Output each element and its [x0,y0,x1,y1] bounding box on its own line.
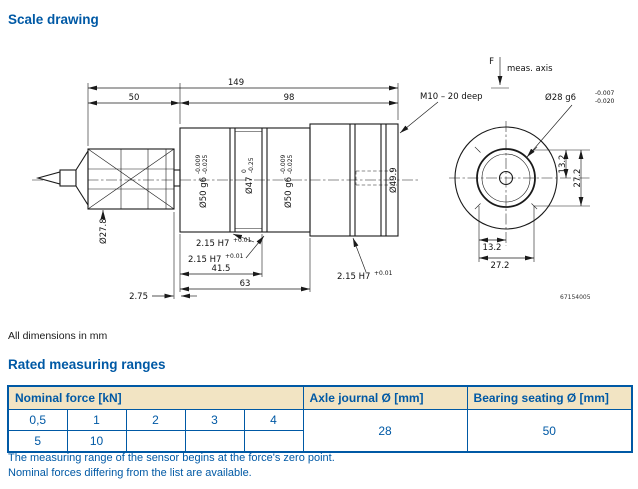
svg-text:Ø47: Ø47 [244,176,255,194]
dia47-label: Ø47 0 -0.25 [241,157,255,194]
drawing-number: 67154005 [560,294,591,301]
header-axle-journal: Axle journal Ø [mm] [302,385,468,410]
rated-ranges-title: Rated measuring ranges [8,357,166,372]
force-cell: 0,5 [7,409,68,431]
endview-bottom-dimensions: 13.2 27.2 [478,206,535,271]
force-cell: 5 [7,430,68,453]
center-hole [498,170,514,186]
force-cell: 3 [184,409,245,431]
cable-tube [59,169,77,187]
svg-text:-0.009: -0.009 [195,154,202,174]
svg-text:Ø27.8: Ø27.8 [98,218,109,244]
dim-length-right: 98 [284,93,295,103]
svg-text:Ø50 g6: Ø50 g6 [283,177,294,208]
page-title: Scale drawing [8,12,99,27]
groove2-tol: +0.01 [225,253,244,260]
meas-axis-label: meas. axis [507,64,553,74]
side-view: 149 50 98 M10 – 20 deep Ø50 g6 -0.009 -0… [32,78,483,302]
svg-text:Ø49.9: Ø49.9 [388,167,399,193]
all-dimensions-note: All dimensions in mm [8,330,108,342]
rated-ranges-table: Nominal force [kN] Axle journal Ø [mm] B… [7,385,634,453]
bottom-dimensions: 2.15 H7 +0.01 2.15 H7 +0.01 2.15 H7 +0.0… [129,212,393,302]
force-cell [125,430,186,453]
dim-415: 41.5 [212,264,231,274]
groove3-label: 2.15 H7 [337,272,370,282]
dia50-left-label: Ø50 g6 -0.009 -0.025 [195,154,209,208]
dia28-callout: Ø28 g6 -0.007 -0.020 [526,90,615,158]
dia28-tol-lo: -0.020 [595,98,615,105]
top-dimensions: 149 50 98 [87,78,399,146]
svg-text:-0.025: -0.025 [287,154,294,174]
axle-journal-value: 28 [302,409,468,453]
svg-text:-0.25: -0.25 [248,157,255,173]
header-bearing-seating: Bearing seating Ø [mm] [466,385,633,410]
footnote-nominal-forces: Nominal forces differing from the list a… [8,467,252,479]
svg-text:-0.009: -0.009 [280,154,287,174]
groove1-tol: +0.01 [233,237,252,244]
footnote-zero-point: The measuring range of the sensor begins… [8,452,335,464]
dim-length-left: 50 [129,93,140,103]
svg-text:0: 0 [241,169,248,173]
dim-272-h: 27.2 [491,261,510,271]
endview-right-dimensions: 13.2 27.2 [534,149,590,207]
table-header-row: Nominal force [kN] Axle journal Ø [mm] B… [7,385,633,410]
shaft-neck [173,169,181,187]
groove3-tol: +0.01 [374,270,393,277]
force-axis-callout: F meas. axis [489,57,553,89]
dia28-label: Ø28 g6 [545,92,576,103]
force-label: F [489,57,494,67]
dim-63: 63 [240,279,251,289]
force-cell: 4 [243,409,304,431]
force-cell [243,430,304,453]
cable-tip [35,171,61,185]
bore-circle [481,153,531,203]
dim-272-v: 27.2 [573,169,583,188]
force-cell: 2 [125,409,186,431]
groove2-label: 2.15 H7 [188,255,221,265]
dia50-right-label: Ø50 g6 -0.009 -0.025 [280,154,294,208]
scale-drawing: 149 50 98 M10 – 20 deep Ø50 g6 -0.009 -0… [32,57,615,302]
svg-text:-0.025: -0.025 [202,154,209,174]
bearing-seating-value: 50 [466,409,633,453]
dim-132-h: 13.2 [483,243,502,253]
dim-275: 2.75 [129,292,148,302]
connector-housing [87,148,175,210]
dia278-callout: Ø27.8 [98,210,109,244]
dia28-tol-hi: -0.007 [595,90,615,97]
thread-callout: M10 – 20 deep [399,92,483,134]
groove1-label: 2.15 H7 [196,239,229,249]
dia499-label: Ø49.9 [388,167,399,193]
sensor-body [179,123,399,237]
svg-text:Ø50 g6: Ø50 g6 [198,177,209,208]
force-cell: 10 [66,430,127,453]
dim-length-total: 149 [228,78,244,88]
end-view: F meas. axis Ø28 g6 -0.007 -0.020 13.2 2… [449,57,615,301]
table-row: 0,5 1 2 3 4 28 50 [7,409,633,453]
table-row: 5 10 [7,430,632,453]
outer-circle [454,126,558,230]
force-cell: 1 [66,409,127,431]
thread-label: M10 – 20 deep [420,92,483,102]
header-nominal-force: Nominal force [kN] [7,385,304,410]
journal-circle [476,148,536,208]
force-cell [184,430,245,453]
strain-relief-cone [75,149,89,207]
dim-132-v: 13.2 [558,155,568,174]
